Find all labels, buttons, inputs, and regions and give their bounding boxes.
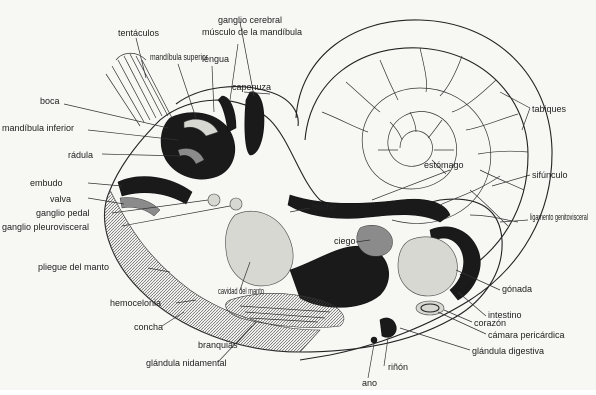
- gonad: [398, 237, 457, 296]
- mantle-cavity: [225, 211, 293, 286]
- label-nidamental-gland: glándula nidamental: [146, 358, 227, 368]
- label-gonad: gónada: [502, 284, 532, 294]
- pedal-ganglion: [208, 194, 220, 206]
- label-stomach: estómago: [424, 160, 464, 170]
- kidney: [380, 318, 396, 337]
- label-caecum: ciego: [334, 236, 356, 246]
- label-heart: corazón: [474, 318, 506, 328]
- pleurovisceral-ganglion: [230, 198, 242, 210]
- label-tongue: lengua: [202, 54, 229, 64]
- label-mantle-cavity: cavidad del manto: [218, 286, 264, 296]
- tentacles: [106, 53, 172, 126]
- cerebral-ganglion: [245, 92, 264, 155]
- label-jaw-muscle-text: músculo de la mandíbula: [202, 27, 302, 37]
- label-tentacles: tentáculos: [118, 28, 160, 38]
- label-jaw-muscle: músculo de la mandíbula: [202, 27, 302, 37]
- label-funnel: embudo: [30, 178, 63, 188]
- label-anus: ano: [362, 378, 377, 388]
- label-valve: valva: [50, 194, 71, 204]
- valve: [120, 198, 160, 217]
- label-digestive-gland: glándula digestiva: [472, 346, 544, 356]
- label-kidney: riñón: [388, 362, 408, 372]
- label-pericardial-chamber: cámara pericárdica: [488, 330, 565, 340]
- label-radula: rádula: [68, 150, 93, 160]
- label-genitovisceral-ligament: ligamento genitovisceral: [530, 212, 588, 222]
- label-crop: buche: [312, 202, 337, 212]
- anus: [371, 337, 377, 343]
- label-hood: capenuza: [232, 82, 271, 92]
- label-pedal-ganglion: ganglio pedal: [36, 208, 90, 218]
- label-mantle-fold: pliegue del manto: [38, 262, 109, 272]
- label-pleurovisceral-ganglion: ganglio pleurovisceral: [2, 222, 89, 232]
- label-hemocoel: hemocelonia: [110, 298, 161, 308]
- label-mouth: boca: [40, 96, 60, 106]
- label-gills: branquias: [198, 340, 238, 350]
- label-lower-jaw: mandíbula inferior: [2, 123, 74, 133]
- septa: [322, 48, 528, 226]
- label-cerebral-ganglion: ganglio cerebral: [218, 15, 282, 25]
- label-upper-jaw: mandíbula superior: [150, 52, 208, 62]
- label-siphuncle: sifúnculo: [532, 170, 568, 180]
- label-septa: tabiques: [532, 104, 567, 114]
- label-shell: concha: [134, 322, 163, 332]
